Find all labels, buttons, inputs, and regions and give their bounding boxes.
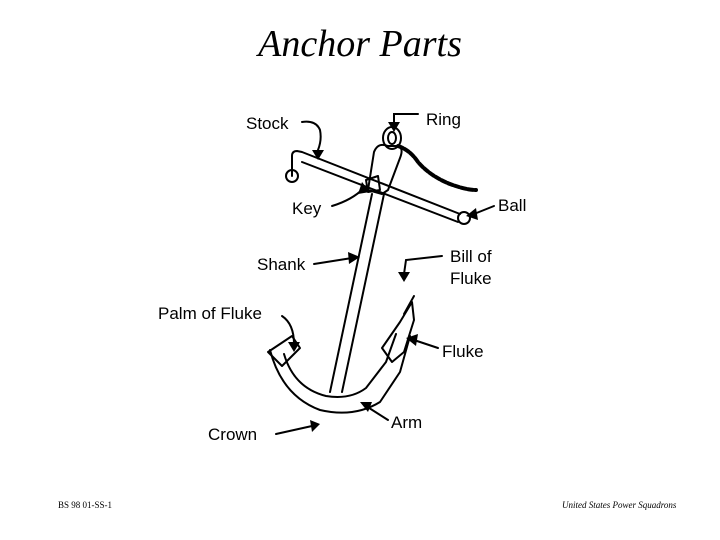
label-fluke: Fluke xyxy=(442,342,484,361)
stock-arrowhead xyxy=(312,150,324,160)
bill-pointer xyxy=(403,255,443,275)
crown-arrowhead xyxy=(310,420,320,432)
bill-of-fluke xyxy=(403,295,415,315)
page-title: Anchor Parts xyxy=(258,23,462,65)
shank-pointer xyxy=(313,257,353,265)
anchor-stock xyxy=(285,150,461,223)
anchor-fluke xyxy=(381,301,415,363)
label-bill-of-fluke-line1: Bill of xyxy=(450,247,492,266)
anchor-ball xyxy=(457,211,471,225)
ring-arrowhead xyxy=(388,122,400,132)
label-ring: Ring xyxy=(426,110,461,129)
anchor-crown-arms xyxy=(269,333,411,414)
ring-pointer xyxy=(393,113,419,125)
footer-organization: United States Power Squadrons xyxy=(562,500,677,510)
footer-code: BS 98 01-SS-1 xyxy=(58,500,113,510)
fluke-arrowhead xyxy=(406,334,418,346)
label-crown: Crown xyxy=(208,425,258,444)
bill-arrowhead xyxy=(398,272,410,282)
anchor-shank xyxy=(329,193,385,393)
label-key: Key xyxy=(292,199,322,218)
shank-head xyxy=(367,143,403,195)
palm-pointer xyxy=(281,315,295,345)
ball-pointer xyxy=(473,205,495,215)
label-shank: Shank xyxy=(257,255,306,274)
label-bill-of-fluke-line2: Fluke xyxy=(450,269,492,288)
crown-pointer xyxy=(275,425,313,435)
ball-arrowhead xyxy=(466,208,478,220)
stock-pointer xyxy=(301,120,322,151)
label-stock: Stock xyxy=(246,114,289,133)
label-arm: Arm xyxy=(391,413,423,432)
key-arrowhead xyxy=(358,182,370,194)
palm-arrowhead xyxy=(288,342,300,352)
shank-arrowhead xyxy=(348,252,360,264)
anchor-key xyxy=(365,175,381,193)
palm-of-fluke xyxy=(267,335,301,367)
fluke-pointer xyxy=(413,339,439,349)
anchor-rope xyxy=(396,144,478,192)
arm-arrowhead xyxy=(360,402,372,412)
label-palm-of-fluke: Palm of Fluke xyxy=(158,304,262,323)
arm-pointer xyxy=(365,405,389,421)
label-ball: Ball xyxy=(498,196,527,215)
